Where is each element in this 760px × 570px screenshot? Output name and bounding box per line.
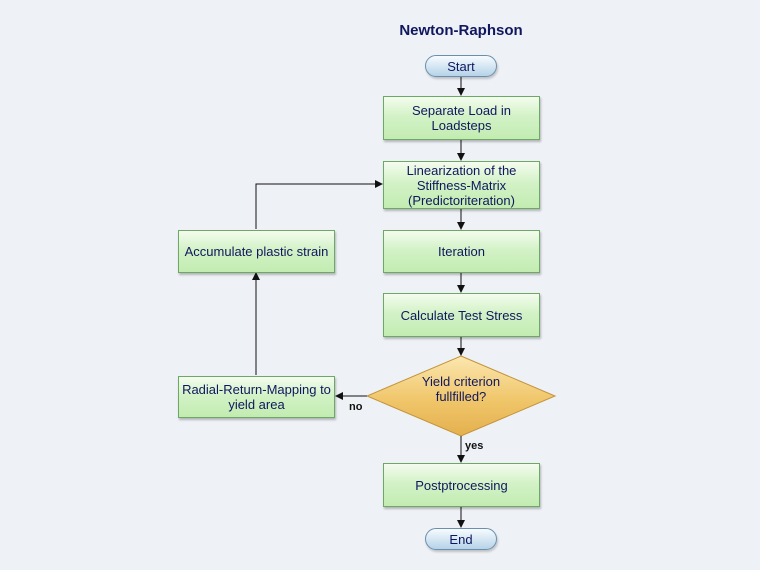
accumulate-strain-node: Accumulate plastic strain bbox=[178, 230, 335, 273]
decision-label: Yield criterion fullfilled? bbox=[421, 374, 501, 404]
edge-accumulate-to-linearization bbox=[255, 180, 383, 229]
diagram-title: Newton-Raphson bbox=[399, 22, 523, 39]
end-node: End bbox=[425, 528, 497, 550]
postprocessing-node: Postptrocessing bbox=[383, 463, 540, 507]
yes-label: yes bbox=[465, 440, 484, 452]
radial-return-node: Radial-Return-Mapping to yield area bbox=[178, 376, 335, 418]
start-node: Start bbox=[425, 55, 497, 77]
linearization-node: Linearization of the Stiffness-Matrix (P… bbox=[383, 161, 540, 209]
no-label: no bbox=[349, 401, 363, 413]
calculate-stress-node: Calculate Test Stress bbox=[383, 293, 540, 337]
iteration-node: Iteration bbox=[383, 230, 540, 273]
separate-load-node: Separate Load in Loadsteps bbox=[383, 96, 540, 140]
